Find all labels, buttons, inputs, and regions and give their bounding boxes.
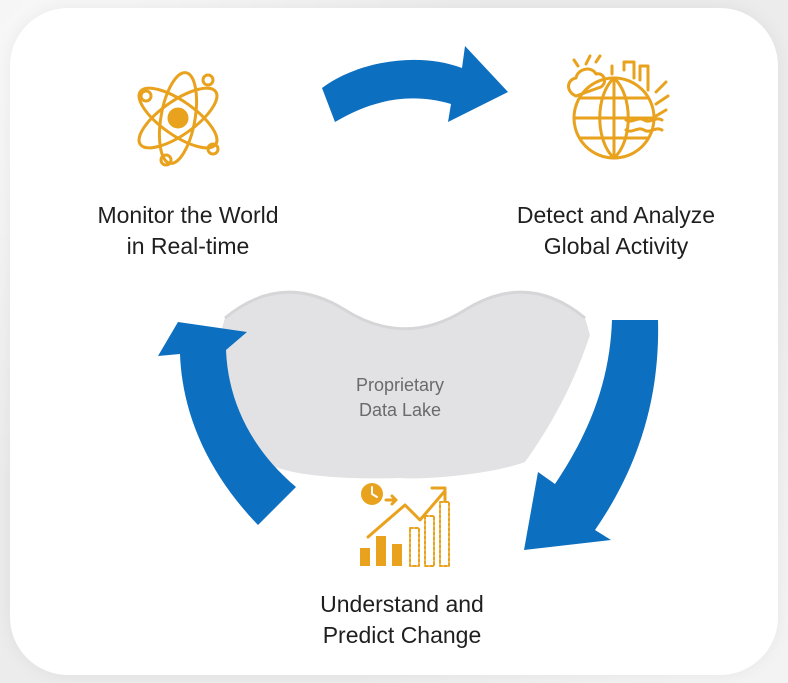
stage-detect-line2: Global Activity [543, 233, 689, 259]
arrow-top [322, 46, 508, 122]
data-lake-line1: Proprietary [355, 375, 445, 395]
data-lake-wave [224, 290, 586, 331]
globe-city-nature-icon [567, 54, 670, 160]
stage-understand-line1: Understand and [320, 591, 484, 617]
stage-monitor-label: Monitor the World in Real-time [38, 200, 338, 262]
stage-understand-label: Understand and Predict Change [252, 589, 552, 651]
stage-detect-label: Detect and Analyze Global Activity [466, 200, 766, 262]
data-lake-shape [220, 292, 590, 479]
atom-icon [137, 71, 220, 167]
stage-detect-line1: Detect and Analyze [516, 202, 716, 228]
stage-monitor-line2: in Real-time [126, 233, 250, 259]
arrow-left [158, 322, 296, 525]
trend-chart-icon [360, 483, 450, 567]
data-lake-line2: Data Lake [358, 400, 442, 420]
stage-understand-line2: Predict Change [322, 622, 482, 648]
arrow-right [524, 320, 659, 550]
data-lake-label: Proprietary Data Lake [300, 373, 500, 423]
stage-monitor-line1: Monitor the World [97, 202, 279, 228]
